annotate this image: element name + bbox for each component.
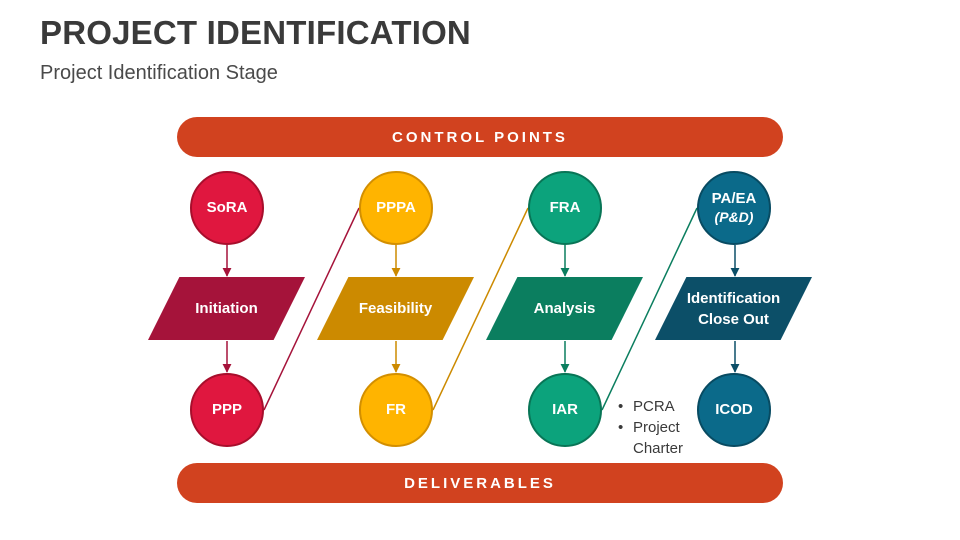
bullet-item: Project Charter (618, 417, 695, 459)
deliverable-label: FR (386, 400, 406, 418)
control-point-label: SoRA (206, 198, 248, 216)
deliverable-label: IAR (552, 400, 578, 418)
control-point-pppa: PPPA (359, 171, 433, 245)
step-analysis-shape (486, 277, 643, 340)
control-point-label: PPPA (376, 198, 416, 216)
step-initiation-label: Initiation (195, 300, 258, 317)
page-subtitle: Project Identification Stage (40, 62, 278, 84)
link-iar-paea (601, 207, 698, 411)
page-title: PROJECT IDENTIFICATION (40, 14, 471, 51)
deliverable-ppp: PPP (190, 373, 264, 447)
link-fr-fra (432, 207, 529, 411)
deliverables-banner: DELIVERABLES (177, 463, 783, 503)
link-ppp-pppa (263, 207, 360, 411)
bullet-item: PCRA (618, 396, 695, 417)
iar-deliverable-notes: PCRA Project Charter (618, 396, 695, 459)
step-analysis-label: Analysis (533, 300, 596, 317)
control-point-fra: FRA (528, 171, 602, 245)
control-point-sublabel: (P&D) (714, 208, 754, 225)
control-point-sora: SoRA (190, 171, 264, 245)
control-points-banner: CONTROL POINTS (177, 117, 783, 157)
deliverable-icod: ICOD (697, 373, 771, 447)
control-point-label: PA/EA (711, 189, 757, 207)
deliverable-label: PPP (211, 400, 242, 418)
deliverable-label: ICOD (715, 400, 753, 418)
control-point-label: FRA (549, 198, 581, 216)
step-identification-close-out-label: Identification Close Out (686, 289, 781, 328)
step-feasibility-label: Feasibility (358, 300, 433, 317)
deliverable-fr: FR (359, 373, 433, 447)
control-point-pa-ea: PA/EA (P&D) (697, 171, 771, 245)
deliverable-iar: IAR (528, 373, 602, 447)
step-identification-close-out-shape (655, 277, 812, 340)
